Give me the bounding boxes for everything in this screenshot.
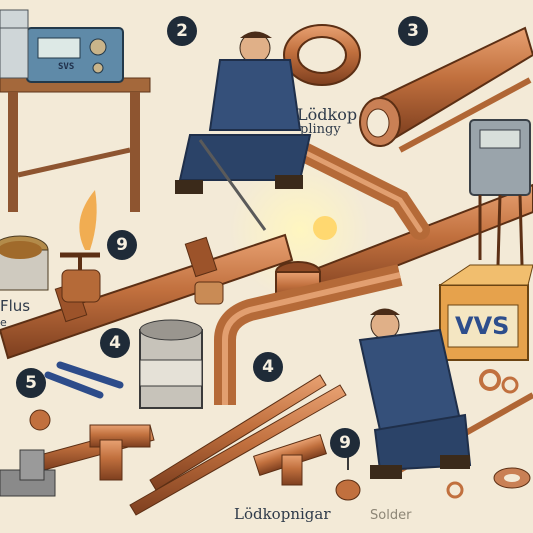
lodkop-label: Lödkop	[297, 105, 358, 124]
solder-label: Solder	[370, 508, 412, 523]
lower-elbow-pipe	[214, 264, 403, 405]
callout-number-badge: 5	[16, 368, 46, 398]
worker-bottom	[358, 308, 472, 479]
flame-spark	[313, 216, 337, 240]
fittings-bottom-left	[0, 409, 151, 497]
workbench	[0, 77, 151, 212]
stacked-box	[0, 9, 29, 79]
large-pipe	[359, 26, 533, 153]
callout-number-badge: 9	[107, 230, 137, 260]
valve	[60, 190, 101, 303]
hex-nut	[194, 281, 224, 305]
solder-can	[139, 319, 203, 409]
tee-fitting	[252, 434, 328, 486]
callout-number-badge: 3	[398, 16, 428, 46]
callout-number-badge: 4	[100, 328, 130, 358]
worker-top	[175, 31, 312, 231]
bottom-caption-label: Lödkopnigar	[234, 505, 331, 523]
flux-tin	[0, 235, 49, 291]
control-box	[469, 119, 531, 266]
copper-coil	[283, 24, 361, 86]
callout-number-badge: 4	[253, 352, 283, 382]
device-label: SVS	[58, 62, 75, 72]
callout-number-badge: 2	[167, 16, 197, 46]
solder-machine	[26, 27, 124, 83]
pipe-elbow	[290, 140, 430, 240]
flux-sublabel: e	[0, 316, 7, 329]
plingy-label: plingy	[300, 122, 341, 137]
washers	[446, 369, 531, 499]
vvs-box	[438, 264, 533, 361]
callout-number-badge: 9	[330, 428, 360, 458]
pliers	[44, 361, 124, 399]
vvs-box-label: VVS	[455, 312, 510, 340]
flux-label: Flus	[0, 297, 31, 315]
